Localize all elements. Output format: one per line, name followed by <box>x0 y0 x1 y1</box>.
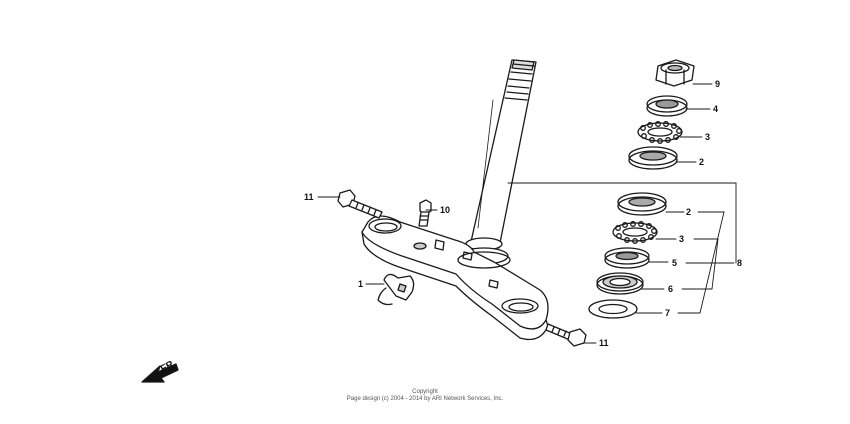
callout-7: 7 <box>665 308 670 318</box>
copyright-notice: Page design (c) 2004 - 2014 by ARI Netwo… <box>346 396 504 402</box>
steering-stem-nut-part-9 <box>655 59 695 87</box>
bolt-part-10 <box>418 199 432 227</box>
callout-2-lower: 2 <box>686 207 691 217</box>
dust-seal-part-6 <box>596 272 644 295</box>
leader-lines <box>317 83 737 344</box>
callout-11-upper: 11 <box>304 192 314 202</box>
callout-9: 9 <box>715 79 720 89</box>
front-direction-label: FR. <box>159 358 179 375</box>
copyright-heading: Copyright <box>412 389 438 395</box>
steel-ball-bearing-part-3-lower <box>612 221 658 244</box>
ball-race-part-2-lower <box>617 192 667 216</box>
callout-8: 8 <box>737 258 742 268</box>
bottom-cone-race-part-5 <box>604 247 650 269</box>
steering-stem-shaft <box>459 59 537 265</box>
callout-1: 1 <box>358 279 363 289</box>
lower-fork-bridge <box>361 215 549 341</box>
callout-3-upper: 3 <box>705 132 710 142</box>
callout-5: 5 <box>672 258 677 268</box>
callout-6: 6 <box>668 284 673 294</box>
bolt-part-11-lower <box>545 323 587 347</box>
top-cone-race-part-4 <box>646 95 688 117</box>
callout-4: 4 <box>713 104 718 114</box>
callout-11-lower: 11 <box>599 338 609 348</box>
ball-race-part-2-upper <box>628 146 678 170</box>
callout-10: 10 <box>440 205 450 215</box>
callout-2-upper: 2 <box>699 157 704 167</box>
steel-ball-bearing-part-3-upper <box>637 121 683 144</box>
clamp-part-1 <box>377 273 415 306</box>
washer-part-7 <box>588 299 638 319</box>
front-direction-arrow-icon <box>141 363 179 383</box>
bolt-part-11-upper <box>337 189 383 219</box>
callout-3-lower: 3 <box>679 234 684 244</box>
